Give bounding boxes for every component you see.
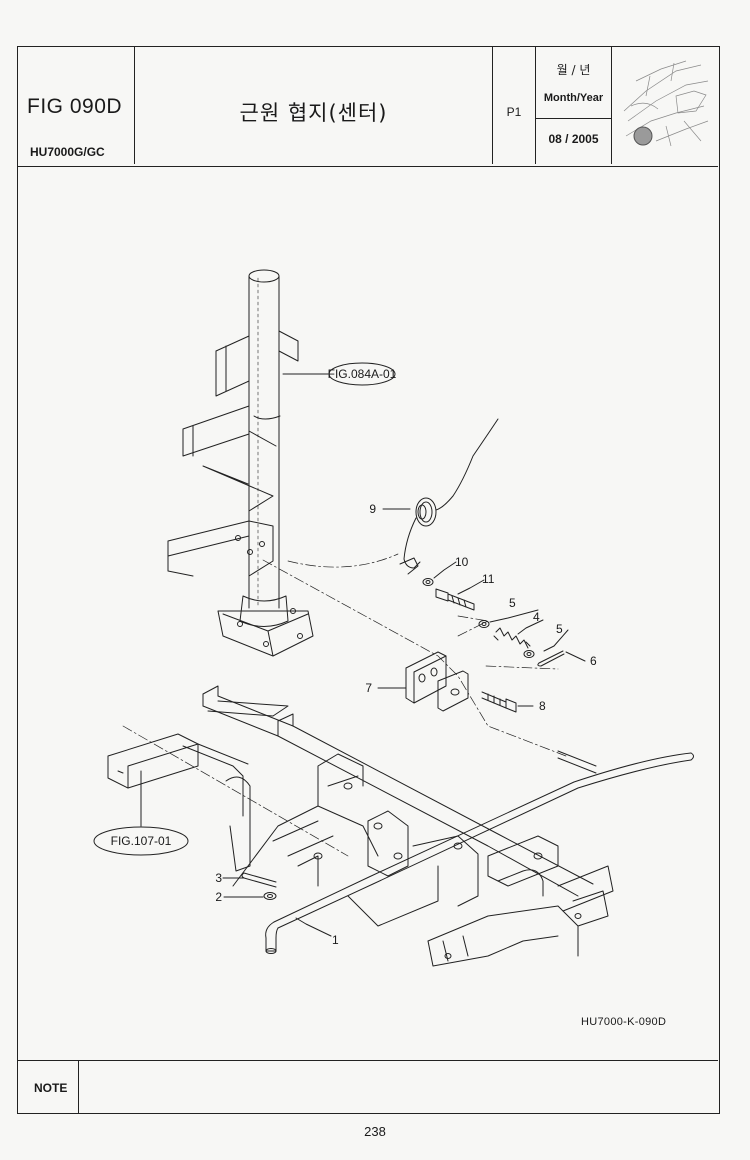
part-1-rod [265, 750, 694, 954]
page-title: 근원 협지(센터) [239, 101, 388, 125]
part-6-pin [537, 650, 565, 667]
title-cell: 근원 협지(센터) [135, 47, 493, 164]
callout-fig-084a: FIG.084A-01 [328, 367, 397, 381]
header-block: FIG 090D HU7000G/GC 근원 협지(센터) P1 월 / 년 M… [18, 47, 718, 167]
part-2-washer [263, 892, 277, 900]
machine-thumbnail-icon [623, 60, 709, 147]
date-value: 08 / 2005 [548, 132, 599, 146]
note-row: NOTE [18, 1060, 718, 1114]
parts-sheet: FIG 090D HU7000G/GC 근원 협지(센터) P1 월 / 년 M… [17, 46, 720, 1114]
date-divider [536, 118, 611, 119]
part-7-bracket [405, 651, 469, 712]
callout-part-10: 10 [455, 555, 469, 569]
callout-part-7: 7 [365, 681, 372, 695]
part-10-washer [422, 578, 434, 586]
note-label: NOTE [34, 1081, 68, 1095]
part-9-spring-wire [399, 418, 499, 575]
callout-part-1: 1 [332, 933, 339, 947]
part-5-washer-b [523, 650, 535, 658]
page-code-cell: P1 [493, 47, 536, 164]
fig-cell: FIG 090D HU7000G/GC [18, 47, 135, 164]
callout-fig-107: FIG.107-01 [111, 834, 172, 848]
callout-part-8: 8 [539, 699, 546, 713]
callout-part-3: 3 [215, 871, 222, 885]
part-11-bolt [435, 588, 475, 611]
model-code: HU7000G/GC [30, 145, 105, 159]
callout-part-5-a: 5 [509, 596, 516, 610]
part-3-pin [241, 872, 277, 888]
part-5-washer-a [478, 620, 490, 628]
date-label-english: Month/Year [543, 92, 604, 104]
callout-part-4: 4 [533, 610, 540, 624]
support-post [167, 269, 314, 657]
exploded-parts-diagram: FIG.084A-01 FIG.107-01 9 10 11 5 4 5 6 7… [93, 269, 694, 967]
page-number: 238 [364, 1124, 386, 1139]
part-8-bolt [481, 691, 517, 713]
page-code: P1 [506, 105, 522, 119]
callout-part-9: 9 [369, 502, 376, 516]
drawing-code: HU7000-K-090D [581, 1016, 667, 1028]
part-4-spring [493, 627, 531, 649]
date-label-korean: 월 / 년 [556, 63, 591, 77]
thumbnail-cell [612, 47, 718, 164]
date-cell: 월 / 년 Month/Year 08 / 2005 [536, 47, 612, 164]
callout-part-2: 2 [215, 890, 222, 904]
note-label-cell: NOTE [18, 1061, 79, 1114]
callout-part-6: 6 [590, 654, 597, 668]
callout-part-5-b: 5 [556, 622, 563, 636]
callout-part-11: 11 [482, 572, 495, 586]
fig-number: FIG 090D [27, 95, 123, 118]
callout-labels: FIG.084A-01 FIG.107-01 9 10 11 5 4 5 6 7… [111, 367, 597, 947]
lower-frame [107, 685, 614, 967]
